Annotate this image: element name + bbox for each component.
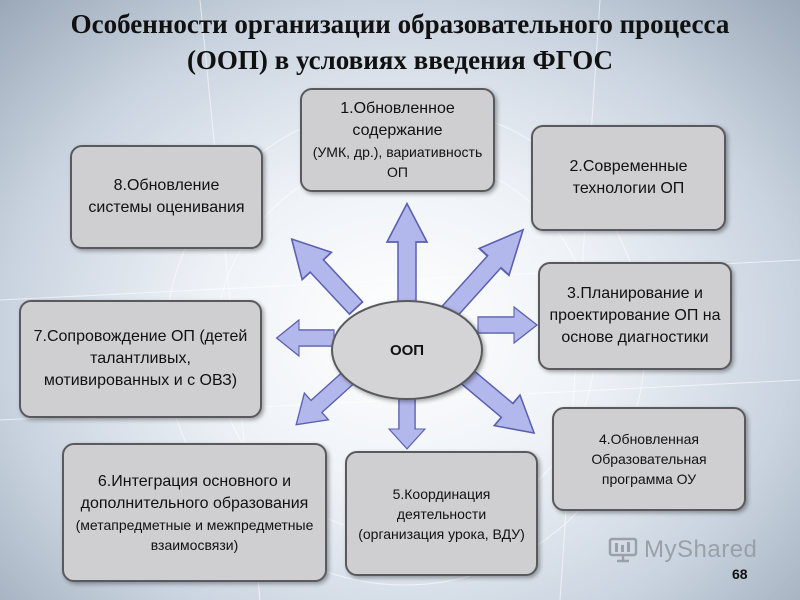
- arrow-to-box-1: [386, 202, 428, 303]
- arrow-to-box-7: [275, 319, 335, 357]
- watermark-text: MyShared: [644, 536, 758, 563]
- box-1-main: 1.Обновленное содержание: [340, 100, 455, 139]
- box-1-sub: (УМК, др.), вариативность ОП: [312, 144, 483, 180]
- box-8-assessment-update: 8.Обновление системы оценивания: [70, 145, 263, 249]
- box-2-modern-technologies: 2.Современные технологии ОП: [531, 125, 726, 231]
- box-8-main: 8.Обновление системы оценивания: [88, 177, 245, 216]
- title-line-2: (ООП) в условиях введения ФГОС: [186, 45, 614, 75]
- box-4-sub: 4.Обновленная Образовательная программа …: [591, 431, 707, 487]
- arrow-to-box-8: [276, 224, 372, 323]
- page-number: 68: [732, 566, 748, 582]
- arrow-to-box-5: [388, 397, 426, 450]
- center-node-oop: ООП: [331, 300, 483, 400]
- center-label: ООП: [389, 341, 425, 359]
- box-1-updated-content: 1.Обновленное содержание (УМК, др.), вар…: [300, 88, 495, 192]
- myshared-logo-icon: [608, 537, 638, 563]
- watermark-logo: MyShared: [608, 536, 757, 564]
- box-3-planning: 3.Планирование и проектирование ОП на ос…: [538, 262, 732, 370]
- box-5-sub: 5.Координация деятельности (организация …: [358, 485, 525, 542]
- box-6-sub: (метапредметные и межпредметные взаимосв…: [75, 516, 314, 553]
- arrow-to-box-3: [477, 306, 538, 344]
- title-line-1: Особенности организации образовательного…: [70, 9, 730, 39]
- box-6-integration: 6.Интеграция основного и дополнительного…: [62, 443, 327, 582]
- box-4-updated-program: 4.Обновленная Образовательная программа …: [552, 407, 746, 511]
- box-5-coordination: 5.Координация деятельности (организация …: [345, 451, 538, 576]
- box-3-main: 3.Планирование и проектирование ОП на ос…: [549, 285, 721, 346]
- box-7-main: 7.Сопровождение ОП (детей талантливых, м…: [33, 328, 248, 389]
- box-7-support: 7.Сопровождение ОП (детей талантливых, м…: [19, 300, 262, 418]
- box-2-main: 2.Современные технологии ОП: [569, 158, 688, 197]
- page-title: Особенности организации образовательного…: [0, 6, 800, 78]
- box-6-main: 6.Интеграция основного и дополнительного…: [80, 472, 309, 512]
